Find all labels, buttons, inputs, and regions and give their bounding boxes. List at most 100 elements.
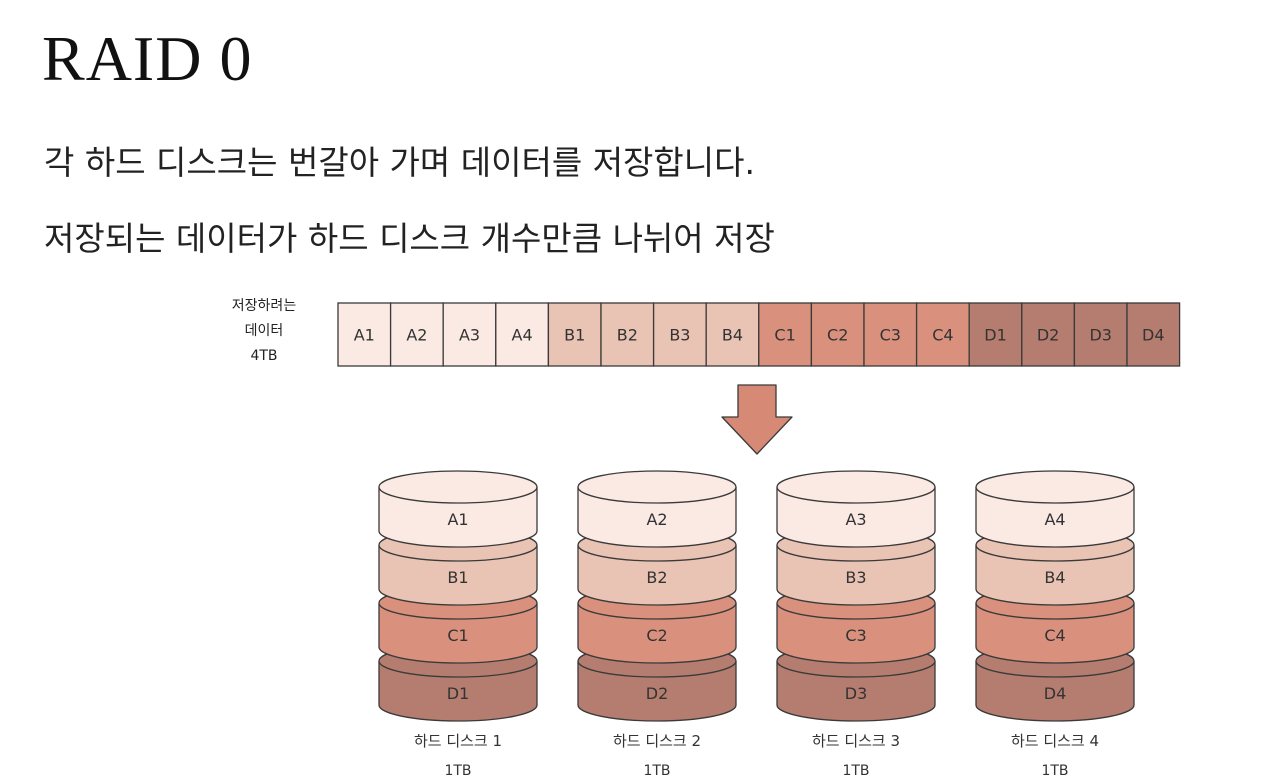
disk-segment-label: C3	[845, 626, 866, 645]
data-cell-label: D3	[1089, 326, 1112, 345]
data-cell-a1: A1	[337, 302, 392, 367]
data-label-line-2: 데이터	[244, 323, 284, 339]
data-label-line-3: 4TB	[250, 348, 278, 364]
hard-disk-2: D2 C2 B2 A2 하드 디스크 2 1TB	[577, 470, 737, 779]
data-cell-c2: C2	[810, 302, 865, 367]
data-cell-a3: A3	[442, 302, 497, 367]
disk-name-label: 하드 디스크 2	[613, 732, 701, 750]
disk-size-label: 1TB	[643, 763, 670, 779]
disk-segment-a1: A1	[378, 470, 538, 548]
disk-segment-body	[776, 487, 936, 548]
data-cell-a2: A2	[389, 302, 444, 367]
disk-segment-body	[776, 603, 936, 664]
data-cell-box	[968, 302, 1023, 367]
disk-segment-label: A2	[646, 510, 667, 529]
data-cell-box	[915, 302, 970, 367]
data-cell-label: D2	[1037, 326, 1060, 345]
disk-segment-body	[975, 661, 1135, 722]
data-cell-label: B4	[722, 326, 743, 345]
disk-segment-label: B2	[646, 568, 667, 587]
data-cell-box	[442, 302, 497, 367]
hard-disk-1: D1 C1 B1 A1 하드 디스크 1 1TB	[378, 470, 538, 779]
disk-segment-label: D2	[646, 684, 669, 703]
data-cell-box	[1021, 302, 1076, 367]
data-cell-label: B2	[617, 326, 638, 345]
disk-size-label: 1TB	[444, 763, 471, 779]
disk-segment-label: C1	[447, 626, 468, 645]
data-cell-box	[1126, 302, 1181, 367]
disk-segment-body	[776, 545, 936, 606]
disk-segment-top	[577, 470, 737, 504]
disk-segment-label: B4	[1044, 568, 1065, 587]
disk-segment-label: A3	[845, 510, 866, 529]
data-cell-label: C1	[774, 326, 795, 345]
data-cell-b2: B2	[600, 302, 655, 367]
data-cell-box	[705, 302, 760, 367]
data-cell-label: C2	[827, 326, 848, 345]
description-line-1: 각 하드 디스크는 번갈아 가며 데이터를 저장합니다.	[44, 143, 755, 182]
data-cell-b1: B1	[547, 302, 602, 367]
disk-segment-label: B3	[845, 568, 866, 587]
data-cell-label: D4	[1142, 326, 1165, 345]
disk-segment-label: A4	[1044, 510, 1065, 529]
data-cell-label: C4	[932, 326, 953, 345]
disk-segment-body	[776, 661, 936, 722]
down-arrow-icon	[721, 384, 793, 455]
data-cell-c1: C1	[758, 302, 813, 367]
disk-segment-top	[378, 470, 538, 504]
data-cell-label: A3	[459, 326, 480, 345]
description-line-2: 저장되는 데이터가 하드 디스크 개수만큼 나뉘어 저장	[44, 219, 775, 258]
data-cell-label: A2	[406, 326, 427, 345]
disk-segment-top	[975, 470, 1135, 504]
disk-segment-top	[776, 470, 936, 504]
disk-segment-body	[378, 661, 538, 722]
data-cell-c3: C3	[863, 302, 918, 367]
data-cell-label: D1	[984, 326, 1007, 345]
data-cell-d2: D2	[1021, 302, 1076, 367]
disk-name-label: 하드 디스크 4	[1011, 732, 1099, 750]
disk-segment-label: D1	[447, 684, 470, 703]
disk-segment-body	[577, 603, 737, 664]
disk-name-label: 하드 디스크 3	[812, 732, 900, 750]
data-cell-label: A1	[354, 326, 375, 345]
disk-segment-body	[975, 487, 1135, 548]
disk-segment-a2: A2	[577, 470, 737, 548]
disk-name-label: 하드 디스크 1	[414, 732, 502, 750]
disk-segment-label: C4	[1044, 626, 1065, 645]
disk-segment-body	[378, 545, 538, 606]
disk-segment-a3: A3	[776, 470, 936, 548]
disk-segment-a4: A4	[975, 470, 1135, 548]
data-block-strip: A1 A2 A3 A4 B1 B2 B3 B4 C1 C2 C3 C4 D1 D2 D3 D4	[337, 302, 1181, 367]
disk-segment-body	[975, 545, 1135, 606]
data-label-line-1: 저장하려는	[231, 298, 297, 314]
disk-size-label: 1TB	[842, 763, 869, 779]
disk-segment-body	[975, 603, 1135, 664]
disk-segment-label: B1	[447, 568, 468, 587]
data-cell-box	[810, 302, 865, 367]
data-to-store-label: 저장하려는 데이터 4TB	[226, 294, 302, 369]
page-title: RAID 0	[42, 23, 253, 94]
data-cell-d4: D4	[1126, 302, 1181, 367]
data-cell-label: A4	[512, 326, 533, 345]
data-cell-b4: B4	[705, 302, 760, 367]
data-cell-a4: A4	[495, 302, 550, 367]
data-cell-label: B3	[669, 326, 690, 345]
data-cell-d1: D1	[968, 302, 1023, 367]
data-cell-b3: B3	[652, 302, 707, 367]
disk-segment-body	[577, 545, 737, 606]
data-cell-label: B1	[564, 326, 585, 345]
disk-segment-body	[378, 487, 538, 548]
data-cell-box	[600, 302, 655, 367]
data-cell-c4: C4	[915, 302, 970, 367]
data-cell-d3: D3	[1073, 302, 1128, 367]
disk-segment-label: C2	[646, 626, 667, 645]
arrow-shape	[721, 384, 793, 455]
disk-segment-body	[577, 661, 737, 722]
data-cell-label: C3	[880, 326, 901, 345]
data-cell-box	[1073, 302, 1128, 367]
disk-segment-body	[577, 487, 737, 548]
